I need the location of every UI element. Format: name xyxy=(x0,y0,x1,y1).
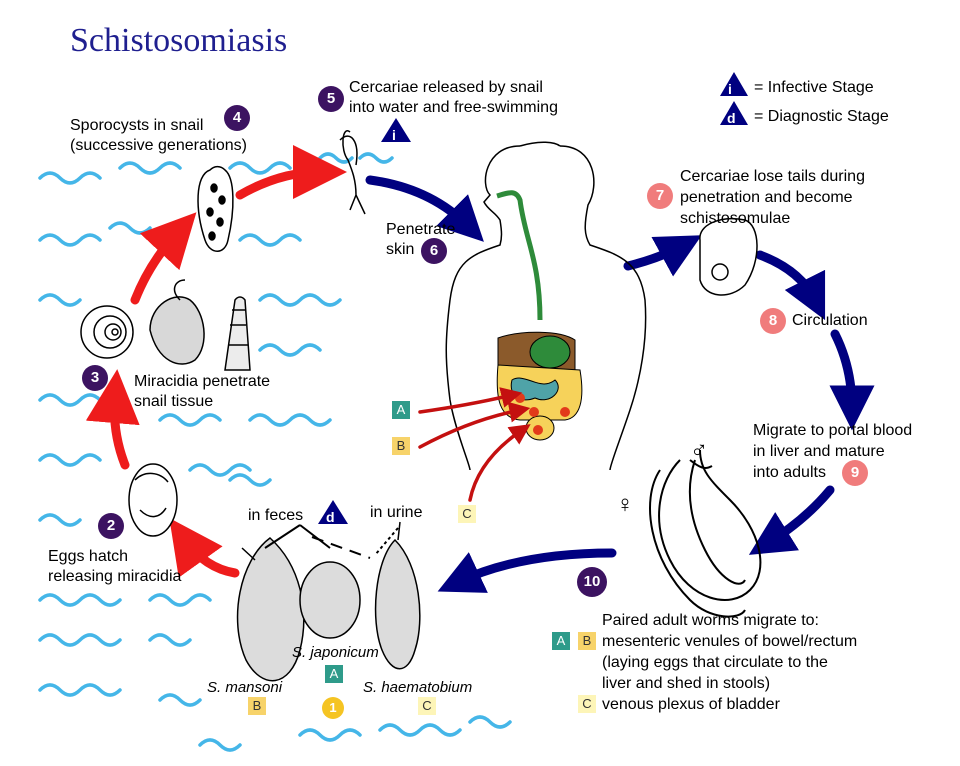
step10-line3: (laying eggs that circulate to the xyxy=(602,654,828,671)
step3-number: 3 xyxy=(82,365,108,391)
mansoni-label: S. mansoni xyxy=(207,679,283,696)
mansoni-site-b: B xyxy=(248,697,266,715)
step10-line2: mesenteric venules of bowel/rectum xyxy=(602,633,858,650)
haematobium-label: S. haematobium xyxy=(363,679,473,696)
step9-number: 9 xyxy=(842,460,868,486)
step4-line2: (successive generations) xyxy=(70,137,247,154)
diagnostic-legend-label: = Diagnostic Stage xyxy=(754,108,889,125)
miracidium xyxy=(128,463,178,537)
step10-number: 10 xyxy=(577,567,607,597)
step10-line5: venous plexus of bladder xyxy=(602,696,780,713)
step9-line3: into adults xyxy=(753,464,826,481)
step6-line2: skin xyxy=(386,241,415,258)
blue-cycle-arrows xyxy=(365,175,875,593)
schistosomulum xyxy=(699,218,758,296)
japonicum-label: S. japonicum xyxy=(292,644,379,661)
step7-line3: schistosomulae xyxy=(680,210,791,227)
water-waves xyxy=(38,152,512,752)
step8-number: 8 xyxy=(760,308,786,334)
diagnostic-letter: d xyxy=(727,110,736,126)
step7-line1: Cercariae lose tails during xyxy=(680,168,865,185)
body-site-b: B xyxy=(392,437,410,455)
feces-urine-lines xyxy=(264,524,399,559)
step6-number: 6 xyxy=(421,238,447,264)
female-symbol: ♀ xyxy=(616,491,634,518)
site-label-b: B xyxy=(578,632,596,650)
step10-line4: liver and shed in stools) xyxy=(602,675,771,692)
infective-legend-label: = Infective Stage xyxy=(754,79,874,96)
step6-line1: Penetrate xyxy=(386,221,456,238)
step2-number: 2 xyxy=(98,513,124,539)
step5-number: 5 xyxy=(318,86,344,112)
red-cycle-arrows xyxy=(85,145,347,578)
abdominal-organs xyxy=(496,331,583,441)
snails xyxy=(80,279,251,371)
infective-letter: i xyxy=(728,81,732,97)
infective-marker-letter: i xyxy=(392,127,396,143)
step2-line2: releasing miracidia xyxy=(48,568,182,585)
step5-line1: Cercariae released by snail xyxy=(349,79,543,96)
site-label-a: A xyxy=(552,632,570,650)
in-urine-label: in urine xyxy=(370,504,423,521)
step4-line1: Sporocysts in snail xyxy=(70,117,204,134)
cercaria xyxy=(339,130,366,215)
adult-worms xyxy=(649,449,762,618)
body-site-a: A xyxy=(392,401,410,419)
haematobium-site-c: C xyxy=(418,697,436,715)
step1-number: 1 xyxy=(322,697,344,719)
male-symbol: ♂ xyxy=(690,437,708,464)
step3-line1: Miracidia penetrate xyxy=(134,373,271,390)
site-label-c: C xyxy=(578,695,596,713)
step7-line2: penetration and become xyxy=(680,189,853,206)
step2-line1: Eggs hatch xyxy=(48,548,129,565)
step7-number: 7 xyxy=(647,183,673,209)
in-feces-label: in feces xyxy=(248,507,304,524)
diagnostic-marker-letter: d xyxy=(326,509,335,525)
digestive-tract xyxy=(496,190,543,321)
page-title: Schistosomiasis xyxy=(70,22,288,59)
legend-triangles xyxy=(318,72,748,524)
step8-line1: Circulation xyxy=(792,312,868,329)
eggs xyxy=(236,521,421,682)
japonicum-site-a: A xyxy=(325,665,343,683)
step10-line1: Paired adult worms migrate to: xyxy=(602,612,819,629)
sporocyst xyxy=(197,165,234,252)
step4-number: 4 xyxy=(224,105,250,131)
step3-line2: snail tissue xyxy=(134,393,214,410)
body-site-c: C xyxy=(458,505,476,523)
step9-line1: Migrate to portal blood xyxy=(753,422,913,439)
site-arrows xyxy=(418,387,531,502)
human-body xyxy=(445,141,647,471)
step9-line2: in liver and mature xyxy=(753,443,885,460)
step5-line2: into water and free-swimming xyxy=(349,99,558,116)
